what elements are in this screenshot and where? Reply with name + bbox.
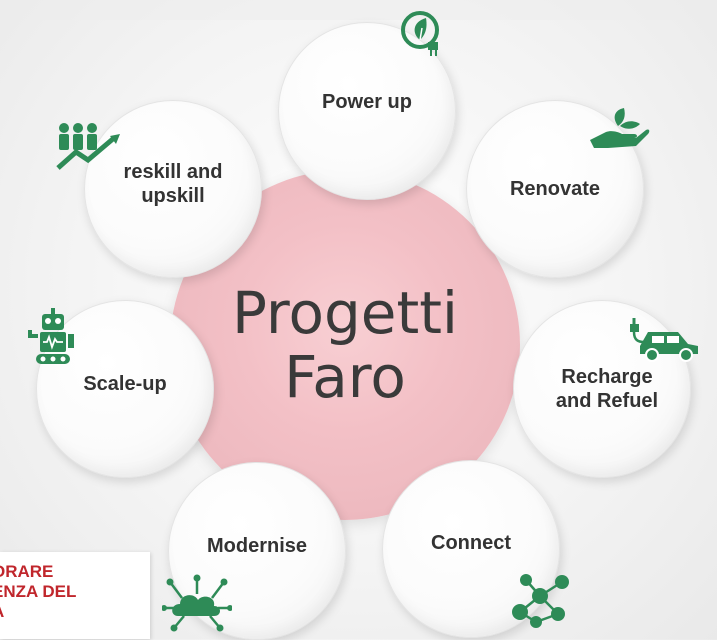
hand-plant-icon [590,108,650,148]
node-label-power-up: Power up [321,91,412,113]
node-connect: Connect [382,460,560,638]
cutoff-line-2: ENZA DEL [0,582,77,601]
node-label-modernise: Modernise [206,535,308,557]
network-people-icon [512,574,569,628]
cutoff-line-3: A [0,602,76,622]
node-recharge: Recharge and Refuel [513,300,691,478]
node-label-reskill-line1: reskill and [123,161,223,183]
node-label-connect: Connect [431,532,511,554]
node-label-recharge-line2: and Refuel [555,390,659,412]
center-title-line2: Faro [284,343,406,411]
node-label-reskill: reskill and upskill [124,160,223,208]
node-power-up: Power up [278,22,456,200]
node-label-recharge: Recharge and Refuel [556,365,658,413]
cutoff-line-1: ORARE [0,562,54,581]
node-label-recharge-line1: Recharge [561,366,653,388]
node-renovate: Renovate [466,100,644,278]
cutoff-caption-box: ORAREENZA DELA [0,552,150,639]
people-growth-icon [56,123,120,170]
electric-car-icon [630,318,698,362]
center-title-line1: Progetti [231,279,459,347]
node-label-renovate: Renovate [509,178,601,200]
robot-icon [28,308,74,364]
node-label-reskill-line2: upskill [141,185,205,207]
node-scale-up: Scale-up [36,300,214,478]
background-band [0,0,717,20]
node-reskill: reskill and upskill [84,100,262,278]
cutoff-caption: ORAREENZA DELA [0,562,76,622]
cloud-network-icon [162,574,232,632]
node-label-scale-up: Scale-up [83,373,167,395]
leaf-plug-icon [401,11,439,56]
